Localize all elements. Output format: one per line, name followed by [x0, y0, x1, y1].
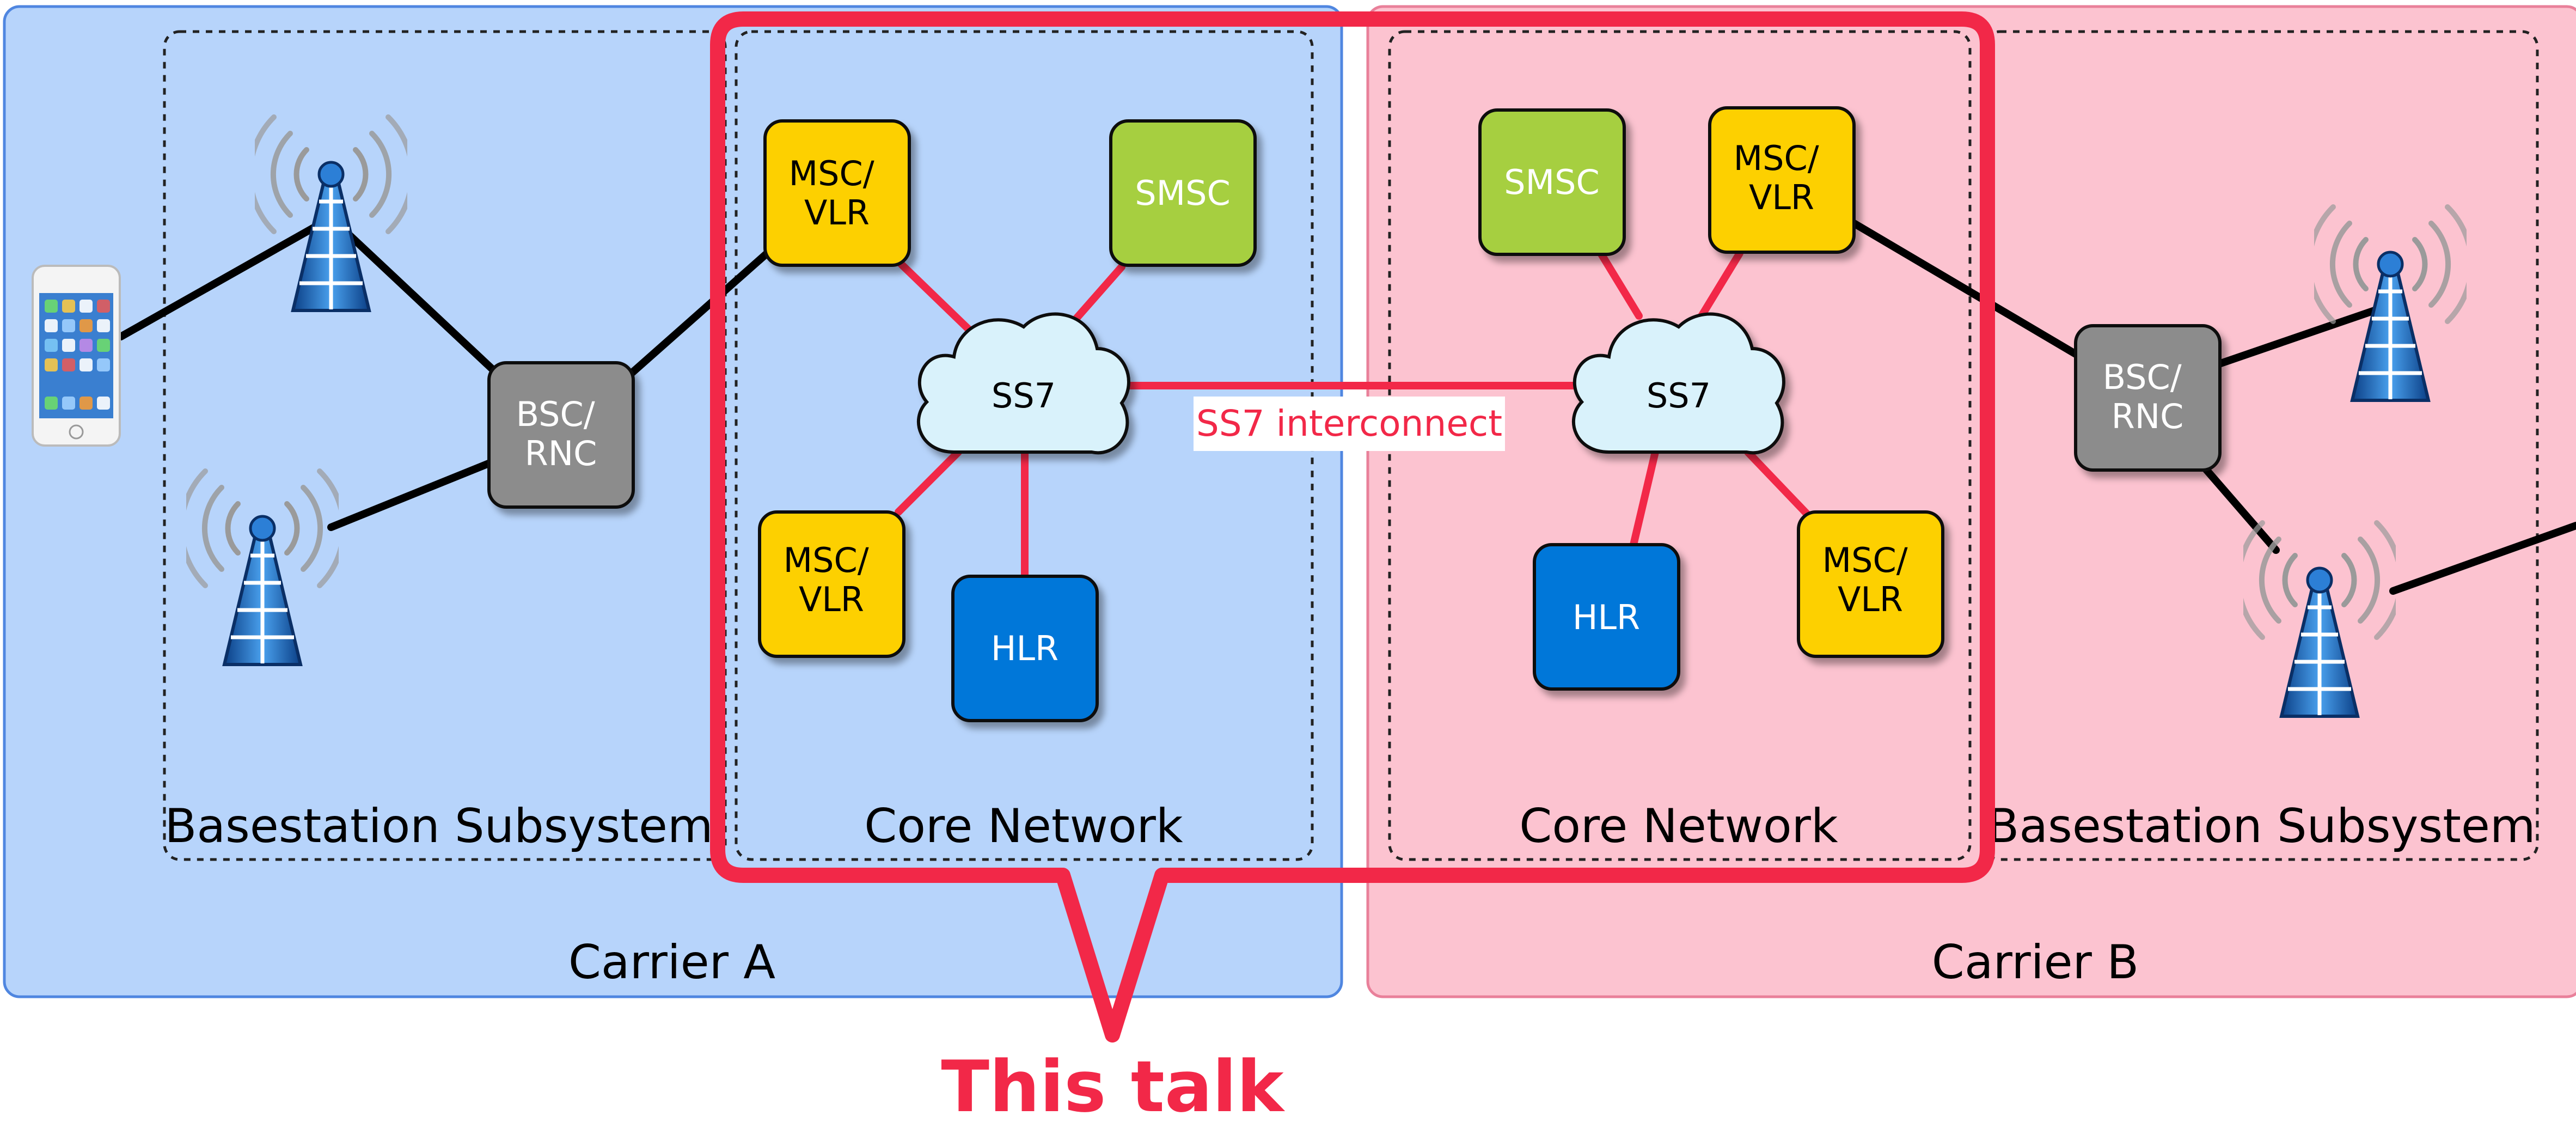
carrier-b-label: Carrier B	[1932, 935, 2139, 990]
b-msc-top-line2: VLR	[1749, 178, 1814, 217]
ss7-interconnect-label: SS7 interconnect	[1196, 403, 1502, 444]
a-bsc-line2: RNC	[525, 434, 597, 473]
a-hlr-node	[951, 575, 1099, 722]
this-talk-label: This talk	[941, 1045, 1285, 1128]
b-msc-top-node	[1708, 106, 1856, 254]
a-msc-top-line2: VLR	[804, 193, 870, 233]
b-smsc-node	[1478, 108, 1626, 256]
a-msc-bottom-line1: MSC/	[784, 540, 869, 580]
ss7-link-b-msc-top	[1698, 249, 1743, 320]
b-smsc-label: SMSC	[1504, 162, 1600, 202]
region-b-bss-label: Basestation Subsystem	[1987, 799, 2535, 854]
ss7-link-a-msc-top	[895, 258, 981, 342]
a-ss7-cloud	[917, 312, 1130, 455]
b-ss7-label: SS7	[1647, 376, 1711, 416]
carrier-a-label: Carrier A	[568, 935, 775, 990]
b-msc-bottom-line2: VLR	[1838, 580, 1903, 619]
region-b-bss-box	[1983, 30, 2539, 861]
smartphone-icon	[32, 265, 121, 447]
a-msc-bottom-label: MSC/ VLR	[784, 540, 880, 619]
link-bsc-tower-b	[2212, 301, 2394, 369]
region-a-bss-box	[163, 30, 727, 861]
a-msc-bottom-line2: VLR	[799, 580, 864, 619]
b-msc-bottom-label: MSC/ VLR	[1822, 540, 1919, 619]
a-ss7-label: SS7	[992, 376, 1056, 416]
link-tower-bsc-a	[327, 214, 500, 377]
a-bsc-label: BSC/ RNC	[516, 394, 606, 473]
region-a-core-label: Core Network	[864, 799, 1183, 854]
a-hlr-label: HLR	[991, 629, 1058, 668]
link-bsc-tower2-b	[2201, 465, 2280, 554]
b-hlr-node	[1533, 543, 1680, 691]
b-bsc-label: BSC/ RNC	[2103, 357, 2193, 436]
this-talk-callout	[710, 11, 1995, 1043]
b-msc-bottom-line1: MSC/	[1822, 540, 1908, 580]
a-smsc-node	[1109, 119, 1257, 267]
b-bsc-line2: RNC	[2112, 397, 2184, 436]
region-b-core-label: Core Network	[1519, 799, 1838, 854]
a-msc-top-node	[763, 119, 911, 267]
ss7-link-b-smsc	[1597, 249, 1643, 320]
b-msc-bottom-node	[1797, 510, 1944, 658]
a-msc-top-line1: MSC/	[789, 154, 874, 193]
b-hlr-label: HLR	[1572, 598, 1640, 637]
a-msc-bottom-node	[758, 510, 905, 658]
link-tower2-edge-b	[2389, 522, 2576, 595]
a-msc-top-label: MSC/ VLR	[789, 154, 885, 233]
ss7-interconnect-label-bg	[1194, 397, 1505, 451]
link-msc-bsc-b	[1850, 220, 2079, 358]
link-phone-tower	[117, 214, 335, 340]
b-ss7-cloud	[1572, 312, 1785, 455]
ss7-link-b-msc-bottom	[1744, 448, 1812, 519]
link-bsc-msc-a	[628, 244, 777, 377]
b-bsc-node	[2074, 324, 2222, 472]
b-msc-top-line1: MSC/	[1734, 138, 1819, 178]
a-bsc-line1: BSC/	[516, 394, 595, 434]
b-bsc-line1: BSC/	[2103, 357, 2182, 397]
link-tower2-bsc-a	[327, 456, 500, 531]
a-smsc-label: SMSC	[1135, 173, 1231, 213]
b-msc-top-label: MSC/ VLR	[1734, 138, 1830, 217]
ss7-link-a-msc-bottom	[895, 448, 962, 516]
region-a-bss-label: Basestation Subsystem	[164, 799, 713, 854]
carrier-b-panel	[1366, 5, 2576, 998]
ss7-link-b-hlr	[1630, 448, 1659, 548]
a-bsc-node	[487, 361, 635, 509]
